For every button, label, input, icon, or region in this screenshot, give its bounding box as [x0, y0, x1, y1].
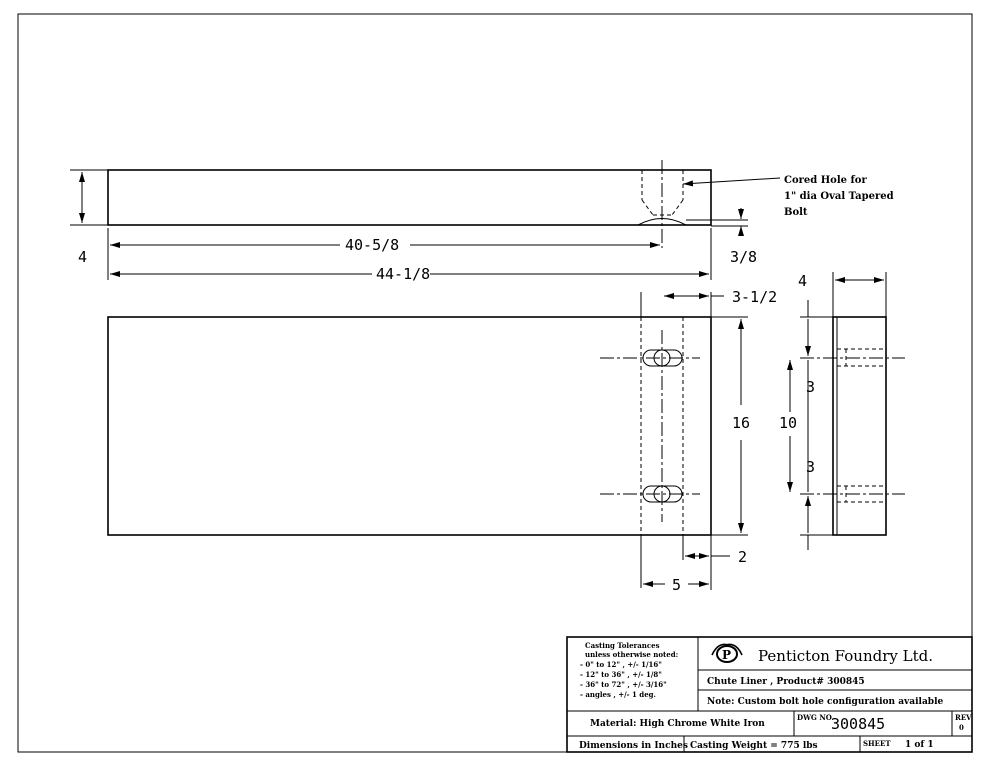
dim-width-4: 4 [798, 272, 807, 290]
company-name: Penticton Foundry Ltd. [758, 647, 933, 665]
casting-weight: Casting Weight = 775 lbs [690, 741, 818, 751]
tolerance-line-3: - 0" to 12" , +/- 1/16" [580, 660, 662, 669]
callout-line1: Cored Hole for [784, 175, 867, 186]
tolerance-line-4: - 12" to 36" , +/- 1/8" [580, 670, 662, 679]
dim-3-8: 3/8 [730, 248, 757, 266]
sheet-label: SHEET [863, 739, 891, 748]
elevation-outline [107, 169, 712, 226]
dim-40-5-8: 40-5/8 [345, 236, 399, 254]
dim-44-1-8: 44-1/8 [376, 265, 430, 283]
foundry-logo-icon: P [711, 643, 743, 663]
dwg-label: DWG NO. [797, 713, 834, 722]
svg-text:P: P [722, 648, 731, 662]
config-note: Note: Custom bolt hole configuration ava… [707, 697, 943, 707]
elevation-view: 4 40-5/8 44-1/8 3/8 Cored Hole for 1" di… [70, 160, 894, 283]
title-block: Casting Tolerances unless otherwise note… [566, 636, 973, 753]
dim-16: 16 [732, 414, 750, 432]
side-outline [832, 316, 887, 536]
rev-label: REV [955, 713, 972, 722]
plan-outline [107, 316, 712, 536]
dim-3-top: 3 [806, 378, 815, 396]
callout-line3: Bolt [784, 207, 808, 218]
dim-3-1-2: 3-1/2 [732, 288, 777, 306]
rev-value: 0 [959, 723, 964, 732]
part-name: Chute Liner , Product# 300845 [707, 677, 865, 687]
tolerance-line-6: - angles , +/- 1 deg. [580, 690, 656, 699]
tolerance-line-1: Casting Tolerances [585, 641, 660, 650]
plan-view: 3-1/2 16 2 5 [107, 288, 777, 594]
dim-3-bottom: 3 [806, 458, 815, 476]
tolerance-line-2: unless otherwise noted: [585, 650, 678, 659]
sheet-value: 1 of 1 [905, 740, 934, 750]
dwg-number: 300845 [831, 715, 885, 733]
dim-2: 2 [738, 548, 747, 566]
callout-line2: 1" dia Oval Tapered [784, 191, 894, 202]
dim-5: 5 [672, 576, 681, 594]
tolerance-line-5: - 36" to 72" , +/- 3/16" [580, 680, 667, 689]
material: Material: High Chrome White Iron [590, 719, 765, 729]
dim-height-4: 4 [78, 248, 87, 266]
side-view: 4 3 10 3 [779, 272, 905, 550]
units-note: Dimensions in Inches [579, 741, 688, 751]
drawing-border [17, 13, 973, 753]
dim-10: 10 [779, 414, 797, 432]
